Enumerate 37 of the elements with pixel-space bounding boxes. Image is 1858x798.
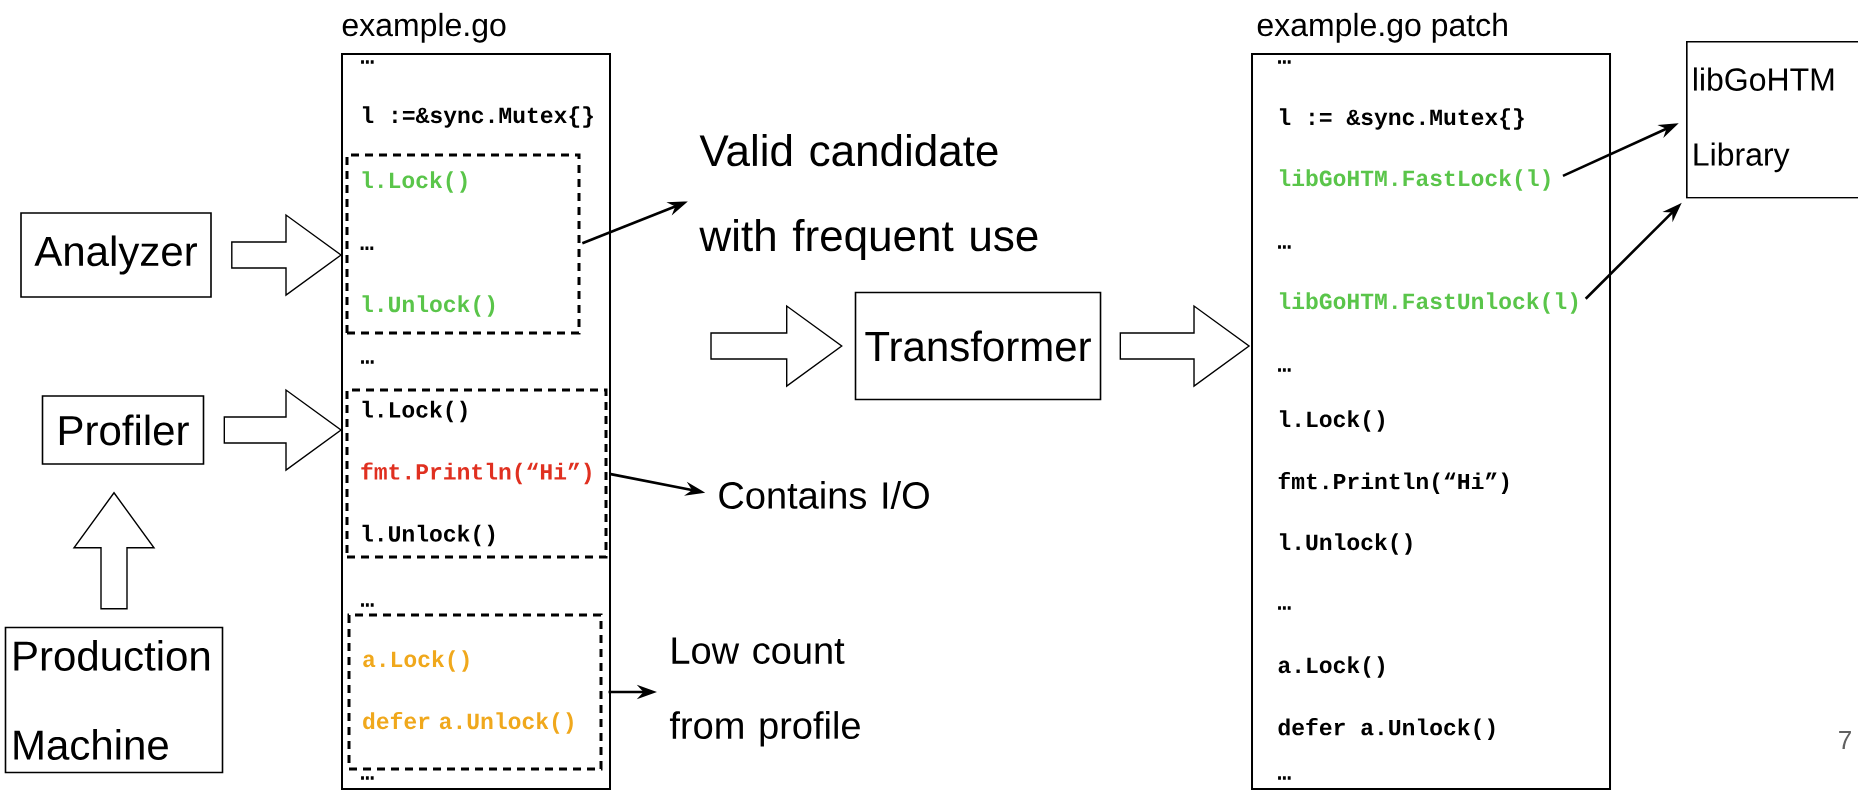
code-line: … [361,360,374,364]
block-arrow [223,388,343,472]
component-box: Profiler [41,395,205,465]
file-name: example.go [342,12,506,43]
code-line: … [1278,776,1291,780]
code-line: l :=&sync.Mutex{} [362,106,593,128]
code-line: … [361,776,374,780]
code-block: l.Lock() … l.Unlock() [345,153,581,335]
component-box: Production Machine [4,626,224,774]
code-line: a.Lock() [1278,656,1384,678]
page-number: 7 [1839,731,1851,749]
code-line: … [1278,368,1291,372]
library-box: libGoHTM Library [1686,41,1858,199]
block-arrow [72,491,156,610]
component-box: Analyzer [20,212,212,298]
code-line: libGoHTM.FastLock(l) [1279,169,1550,191]
code-line: l := &sync.Mutex{} [1279,108,1524,130]
annotation-text: Contains I/O [719,481,929,509]
block-arrow [710,304,843,388]
code-line: libGoHTM.FastUnlock(l) [1279,292,1578,314]
code-line: … [361,60,374,64]
code-line: … [1278,60,1291,64]
code-line: defer a.Unlock() [1278,718,1495,740]
code-line: … [1278,606,1291,610]
block-arrow [1119,304,1251,388]
code-line: l.Unlock() [1279,533,1412,555]
code-line: fmt.Println(“Hi”) [1278,472,1509,494]
annotation-text: Valid candidate with frequent use [699,134,1038,260]
code-line: l.Lock() [1279,410,1384,432]
process-box: Transformer [854,291,1102,401]
block-arrow [231,213,343,297]
annotation-text: Low count from profile [669,637,860,747]
code-line: … [1278,245,1291,249]
code-block: l.Lock() fmt.Println(“Hi”) l.Unlock() [345,388,608,559]
code-line: … [361,603,374,607]
file-name: example.go patch [1257,12,1507,43]
code-block: a.Lock() defer a.Unlock() [347,613,603,771]
